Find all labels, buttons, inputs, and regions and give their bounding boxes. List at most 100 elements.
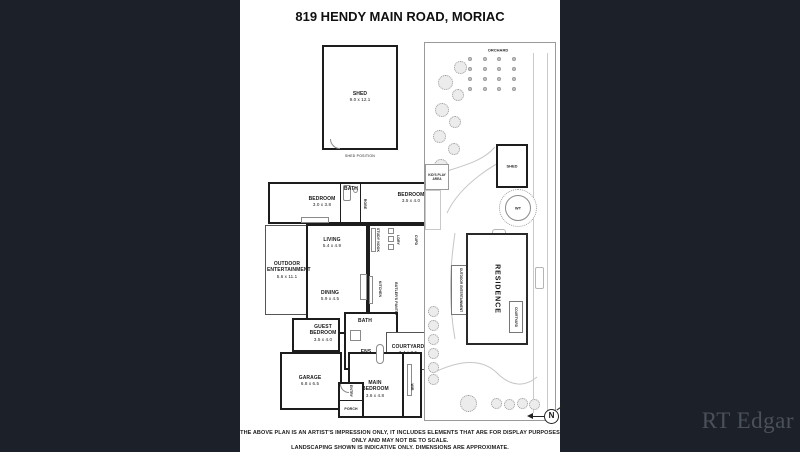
kids-play-area-label: KID'S PLAY AREA	[428, 172, 446, 181]
room-name: GARAGE	[298, 375, 322, 382]
tree	[428, 348, 439, 359]
orchard-dot	[468, 77, 473, 81]
disclaimer: THE ABOVE PLAN IS AN ARTIST'S IMPRESSION…	[240, 430, 560, 452]
tree	[435, 103, 449, 117]
compass-arrowhead	[527, 413, 533, 419]
room-label-ensuite: ENS	[361, 349, 372, 355]
garage-outline	[280, 352, 342, 410]
bathtub-fixture	[343, 185, 351, 201]
room-label-bedroom-1: BEDROOM 3.0 x 3.8	[309, 196, 336, 208]
compass-circle: N	[544, 409, 559, 424]
outdoor-entertainment-outline	[265, 225, 308, 315]
room-label-main-bedroom: MAIN BEDROOM 3.6 x 4.8	[362, 380, 389, 398]
room-name: DINING	[320, 290, 340, 297]
site-residence-outline: RESIDENCE	[466, 233, 528, 345]
room-label-kitchen: KITCHEN	[378, 281, 382, 297]
site-shed-outline	[496, 144, 528, 188]
room-label-living: LIVING 5.4 x 4.9	[323, 237, 341, 249]
room-dims: 5.4 x 4.9	[322, 243, 342, 249]
tree	[433, 130, 446, 143]
room-name: LIVING	[323, 237, 341, 244]
room-label-laundry: LDRY	[396, 235, 400, 245]
room-label-outdoor-entertainment: OUTDOOR ENTERTAINMENT 5.6 x 11.1	[267, 260, 311, 279]
orchard-dot	[497, 87, 502, 91]
room-label-wir: WIR	[410, 383, 414, 390]
room-name: ROBE	[363, 198, 368, 210]
room-name: PORCH	[344, 406, 358, 411]
disclaimer-line-2: LANDSCAPING SHOWN IS INDICATIVE ONLY. DI…	[291, 445, 509, 452]
room-dims: 5.9 x 4.5	[320, 296, 340, 302]
kitchen-island-fixture	[360, 274, 367, 300]
room-name: OUTDOOR ENTERTAINMENT	[267, 260, 311, 274]
toilet-fixture	[353, 187, 358, 193]
tree	[428, 334, 439, 345]
tree	[428, 306, 439, 317]
orchard-label: ORCHARD	[487, 47, 509, 53]
room-name: LDRY	[396, 235, 401, 245]
room-name: COURTYARD	[391, 344, 425, 351]
orchard-grid	[467, 57, 517, 91]
plan-sheet: 819 HENDY MAIN ROAD, MORIAC SHED 9.0 x 1…	[240, 0, 565, 452]
room-dims: 9.0 x 12.1	[349, 97, 371, 103]
guest-bedroom-outline	[292, 318, 340, 352]
orchard-dot	[482, 57, 487, 61]
tree	[452, 89, 464, 101]
orchard-dot	[497, 77, 502, 81]
tree	[517, 398, 528, 409]
room-name: BATH	[344, 185, 358, 192]
driveway-line	[547, 53, 548, 413]
room-label-bedroom-2: BEDROOM 3.5 x 4.0	[398, 192, 425, 204]
room-name: KITCHEN	[378, 280, 383, 298]
room-dims: 3.4 x 3.5	[398, 350, 418, 356]
room-dims: 3.0 x 3.8	[312, 202, 332, 208]
room-label-guest-bedroom: GUEST BEDROOM 3.5 x 4.0	[309, 324, 337, 342]
site-courtyard-outline	[509, 301, 523, 333]
orchard-dot	[511, 87, 516, 91]
kitchen-bench-fixture	[369, 276, 373, 304]
room-name: BUTLER'S PANTRY	[394, 282, 399, 316]
ensuite-tub-fixture	[376, 344, 384, 364]
study-desk-fixture	[371, 228, 376, 252]
tree	[454, 61, 467, 74]
tree	[504, 399, 515, 410]
room-label-cupboard: CUPD	[414, 235, 418, 245]
shed-caption: SHED POSITION	[344, 153, 376, 158]
room-dims: 6.8 x 6.5	[300, 381, 320, 387]
room-dims: 3.5 x 4.0	[313, 336, 333, 342]
site-outdoor-label: OUTDOOR ENTERTAINMENT	[459, 267, 464, 313]
tree	[428, 362, 439, 373]
north-compass-icon: N	[527, 404, 565, 431]
room-label-bath-top: BATH	[344, 186, 358, 192]
orchard-dot	[511, 57, 516, 61]
tree	[438, 75, 453, 90]
laundry-fixture	[388, 236, 394, 242]
water-tank-label: WT	[514, 205, 522, 211]
room-label-study-nook: STUDY NOOK	[376, 228, 380, 252]
laundry-fixture	[388, 228, 394, 234]
parking-pad	[535, 267, 544, 289]
orchard-dot	[482, 67, 487, 71]
orchard-dot	[482, 87, 487, 91]
compass-line	[531, 416, 544, 417]
wall-divider	[360, 182, 361, 224]
room-label-robe: ROBE	[363, 199, 367, 210]
site-courtyard-label: COURTYARD	[514, 306, 519, 328]
room-name: STUDY NOOK	[376, 227, 381, 253]
room-label-courtyard: COURTYARD 3.4 x 3.5	[387, 344, 429, 356]
wir-divider	[402, 354, 404, 416]
wall-divider	[340, 182, 341, 224]
tree	[428, 374, 439, 385]
agency-watermark: RT Edgar	[701, 408, 794, 433]
orchard-dot	[468, 67, 473, 71]
tree	[449, 116, 461, 128]
room-dims: 3.6 x 4.8	[365, 392, 385, 398]
water-tank	[505, 195, 531, 221]
orchard-dot	[468, 57, 473, 61]
driveway-line	[533, 53, 534, 413]
disclaimer-line-1: THE ABOVE PLAN IS AN ARTIST'S IMPRESSION…	[240, 430, 560, 444]
room-label-entry: ENTRY	[349, 385, 353, 397]
laundry-fixture	[388, 244, 394, 250]
entry-porch-divider	[338, 400, 364, 401]
room-label-butlers-pantry: BUTLER'S PANTRY	[394, 282, 398, 316]
